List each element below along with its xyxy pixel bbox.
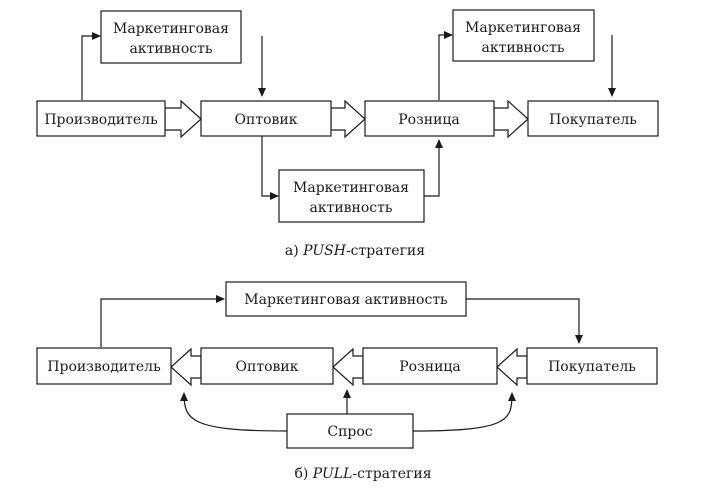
push-caption-suffix: -стратегия [346, 243, 425, 259]
pull-producer-label: Производитель [47, 359, 161, 375]
pull-wholesaler-box: Оптовик [200, 347, 334, 385]
push-marketing-2-line1: Маркетинговая [293, 180, 409, 196]
push-fat-arrow-2 [330, 99, 366, 139]
pull-marketing-label: Маркетинговая активность [244, 292, 448, 308]
pull-fat-arrow-2 [332, 347, 364, 387]
push-connector-retail-to-mkt3 [438, 31, 453, 100]
push-marketing-1-line1: Маркетинговая [113, 21, 229, 37]
push-producer-box: Производитель [36, 100, 166, 137]
push-marketing-2-line2: активность [309, 200, 392, 216]
push-strategy: Производитель Оптовик Розница Покупатель… [36, 9, 659, 259]
push-wholesaler-label: Оптовик [235, 112, 298, 128]
pull-producer-box: Производитель [36, 347, 172, 385]
push-connector-wholesaler-to-mkt2 [261, 136, 279, 200]
pull-demand-curve-to-wholesaler [180, 392, 288, 432]
push-connector-mkt2-to-retail [424, 139, 443, 197]
pull-strategy: Производитель Оптовик Розница Покупатель… [36, 281, 658, 482]
push-marketing-box-3: Маркетинговая активность [452, 9, 595, 62]
push-retail-label: Розница [398, 112, 460, 128]
pull-wholesaler-label: Оптовик [236, 359, 299, 375]
pull-connector-producer-to-marketing [100, 295, 225, 347]
pull-buyer-box: Покупатель [526, 347, 658, 385]
pull-fat-arrow-1 [170, 347, 202, 387]
push-fat-arrow-1 [164, 99, 202, 139]
pull-buyer-label: Покупатель [548, 359, 636, 375]
push-caption: а) PUSH-стратегия [285, 243, 425, 259]
pull-caption-suffix: -стратегия [352, 466, 431, 482]
push-marketing-box-1: Маркетинговая активность [100, 10, 242, 64]
push-producer-label: Производитель [44, 112, 158, 128]
push-connector-producer-to-mkt1 [81, 32, 101, 100]
push-fat-arrow-3 [493, 99, 529, 139]
push-marketing-3-line1: Маркетинговая [465, 20, 581, 36]
push-wholesaler-box: Оптовик [200, 100, 332, 137]
push-caption-term: PUSH [302, 243, 347, 259]
pull-connector-marketing-to-buyer [466, 298, 583, 344]
push-caption-prefix: а) [285, 243, 303, 259]
push-buyer-label: Покупатель [549, 112, 637, 128]
pull-demand-label: Спрос [327, 424, 372, 440]
push-retail-box: Розница [364, 100, 495, 137]
pull-caption: б) PULL-стратегия [294, 466, 431, 482]
pull-retail-label: Розница [399, 359, 461, 375]
pull-marketing-box: Маркетинговая активность [225, 281, 467, 317]
push-buyer-box: Покупатель [527, 100, 659, 137]
push-marketing-3-line2: активность [481, 40, 564, 56]
pull-demand-curve-to-buyer [412, 392, 516, 432]
pull-caption-term: PULL [312, 466, 353, 482]
pull-caption-prefix: б) [294, 466, 312, 482]
push-marketing-1-line2: активность [129, 41, 212, 57]
pull-demand-box: Спрос [286, 413, 414, 449]
push-marketing-box-2: Маркетинговая активность [278, 169, 425, 223]
pull-fat-arrow-3 [496, 347, 528, 387]
pull-retail-box: Розница [362, 347, 498, 385]
